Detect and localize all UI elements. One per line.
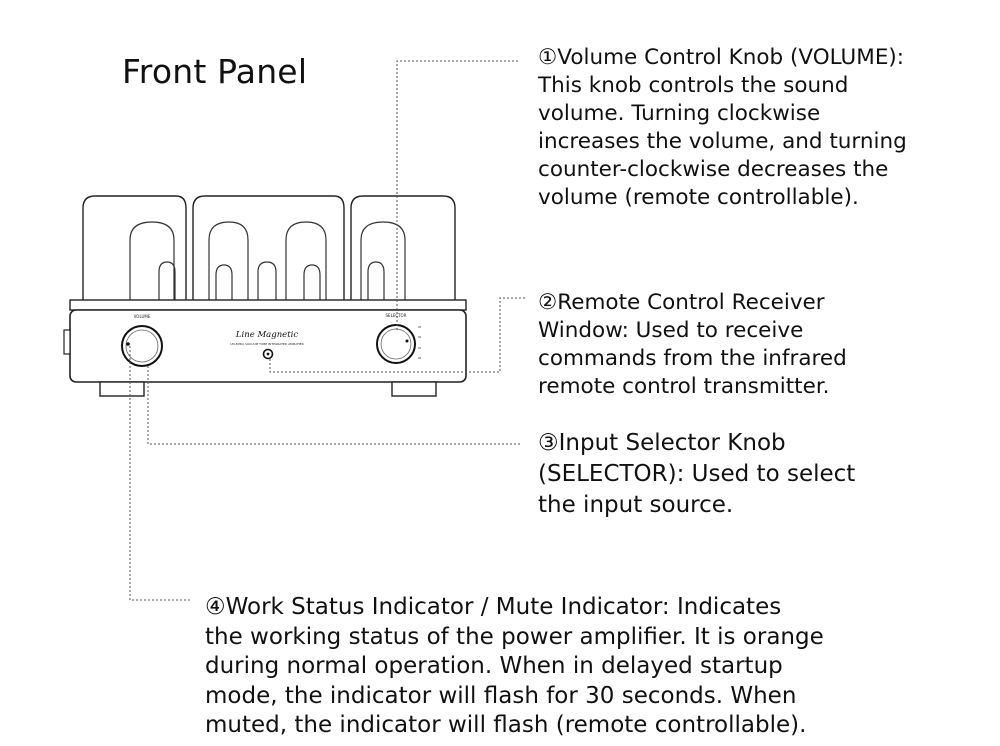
selector-knob — [376, 324, 416, 364]
callout-line: during normal operation. When in delayed… — [205, 653, 783, 679]
small-tube-2 — [215, 264, 233, 300]
right-tube-cage — [350, 195, 456, 300]
callout-4-leader — [129, 346, 190, 601]
callout-1-leader — [396, 60, 518, 330]
left-tube-cage — [82, 195, 187, 300]
tube-1 — [129, 221, 175, 300]
left-foot — [99, 381, 145, 397]
callout-volume-knob: ①Volume Control Knob (VOLUME): This knob… — [538, 44, 907, 212]
callout-line: commands from the infrared — [538, 346, 847, 371]
volume-panel-label: VOLUME — [134, 314, 151, 319]
tube-2 — [208, 221, 249, 300]
small-tube-5 — [367, 261, 385, 300]
selector-panel-label: SELECTOR — [386, 313, 407, 318]
callout-line: mode, the indicator will flash for 30 se… — [205, 682, 797, 709]
small-tube-3 — [257, 261, 277, 300]
callout-line: ②Remote Control Receiver — [538, 290, 825, 315]
callout-line: volume (remote controllable). — [538, 185, 859, 210]
callout-line: remote control transmitter. — [538, 374, 830, 399]
callout-2-leader — [269, 297, 525, 373]
callout-line: This knob controls the sound — [538, 73, 849, 98]
callout-line: the working status of the power amplifie… — [205, 623, 824, 650]
callout-line: counter-clockwise decreases the — [538, 157, 889, 182]
status-indicator-led — [126, 342, 130, 346]
small-tube-1 — [158, 261, 176, 300]
model-panel-label: LM-805IA VACUUM TUBE INTEGRATED AMPLIFIE… — [230, 342, 303, 346]
tube-3 — [285, 221, 327, 300]
callout-3-leader — [147, 366, 520, 445]
brand-logo: Line Magnetic — [235, 330, 298, 340]
callout-line: volume. Turning clockwise — [538, 101, 821, 126]
right-foot — [391, 381, 437, 397]
callout-line: muted, the indicator will flash (remote … — [205, 712, 807, 738]
callout-remote-receiver: ②Remote Control Receiver Window: Used to… — [538, 289, 847, 401]
callout-line: ④Work Status Indicator / Mute Indicator:… — [205, 594, 782, 620]
page-title: Front Panel — [122, 52, 308, 91]
callout-line: (SELECTOR): Used to select — [538, 461, 856, 487]
callout-line: ③Input Selector Knob — [538, 430, 786, 456]
volume-knob — [121, 325, 163, 367]
callout-line: the input source. — [538, 492, 734, 518]
tube-4 — [360, 221, 406, 300]
center-tube-cage — [192, 195, 345, 300]
callout-line: Window: Used to receive — [538, 318, 804, 343]
callout-line: increases the volume, and turning — [538, 129, 907, 154]
chassis-top — [69, 299, 467, 311]
callout-status-indicator: ④Work Status Indicator / Mute Indicator:… — [205, 593, 824, 741]
callout-input-selector: ③Input Selector Knob (SELECTOR): Used to… — [538, 428, 855, 521]
small-tube-4 — [303, 264, 321, 300]
callout-line: ①Volume Control Knob (VOLUME): — [538, 45, 905, 70]
